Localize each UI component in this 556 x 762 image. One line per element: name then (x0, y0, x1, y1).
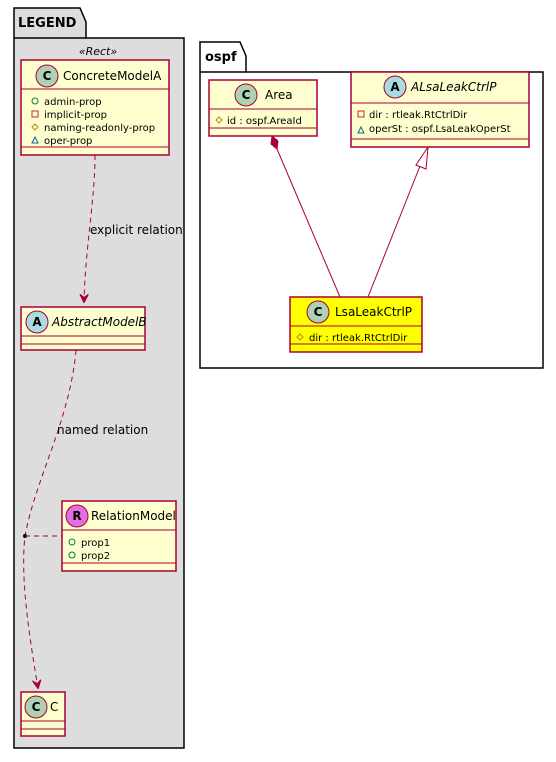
class-name: RelationModel (91, 509, 176, 523)
class-name: C (50, 700, 58, 714)
generalization-edge (367, 146, 429, 298)
svg-text:prop1: prop1 (81, 538, 110, 549)
attribute-list: admin-prop implicit-prop naming-readonly… (31, 97, 155, 147)
svg-text:dir : rtleak.RtCtrlDir: dir : rtleak.RtCtrlDir (309, 333, 408, 344)
protected-visibility-icon (215, 116, 223, 124)
class-name: Area (265, 88, 293, 102)
class-name: ALsaLeakCtrlP (410, 80, 497, 94)
package-visibility-icon (357, 125, 365, 134)
class-area[interactable]: C Area id : ospf.AreaId (208, 79, 318, 137)
legend-title: LEGEND (18, 16, 77, 31)
class-name: AbstractModelB (51, 315, 147, 329)
class-badge-icon (35, 64, 59, 88)
package-visibility-icon (31, 135, 39, 144)
class-badge-icon (234, 83, 258, 107)
svg-text:A: A (390, 80, 400, 94)
class-lsa-leak-ctrl-p[interactable]: C LsaLeakCtrlP dir : rtleak.RtCtrlDir (289, 296, 423, 353)
protected-visibility-icon (31, 123, 39, 131)
svg-text:C: C (43, 69, 52, 83)
private-visibility-icon (31, 110, 39, 118)
class-name: LsaLeakCtrlP (335, 305, 412, 319)
private-visibility-icon (357, 110, 365, 118)
class-name: ConcreteModelA (63, 69, 162, 83)
explicit-relation-label: explicit relation (90, 223, 183, 237)
ospf-title: ospf (205, 50, 237, 65)
class-alsa-leak-ctrl-p[interactable]: A ALsaLeakCtrlP dir : rtleak.RtCtrlDir o… (350, 71, 530, 148)
svg-text:C: C (242, 88, 251, 102)
class-concrete-model-a[interactable]: C ConcreteModelA admin-prop implicit-pro… (20, 59, 170, 156)
svg-text:id : ospf.AreaId: id : ospf.AreaId (227, 116, 302, 127)
class-abstract-model-b[interactable]: A AbstractModelB (20, 306, 147, 351)
public-visibility-icon (68, 538, 76, 546)
composition-diamond-icon (270, 135, 279, 150)
svg-text:operSt : ospf.LsaLeakOperSt: operSt : ospf.LsaLeakOperSt (369, 124, 511, 135)
public-visibility-icon (31, 97, 39, 105)
inheritance-arrow-icon (415, 146, 429, 170)
class-c[interactable]: C C (20, 691, 66, 737)
svg-text:C: C (314, 305, 323, 319)
legend-stereotype: «Rect» (79, 45, 118, 58)
public-visibility-icon (68, 551, 76, 559)
svg-text:oper-prop: oper-prop (44, 136, 92, 147)
svg-text:A: A (32, 315, 42, 329)
abstract-badge-icon (383, 75, 407, 99)
class-relation-model[interactable]: R RelationModel prop1 prop2 (61, 500, 177, 572)
composition-edge (270, 135, 341, 298)
relation-badge-icon (65, 504, 89, 528)
protected-visibility-icon (296, 333, 304, 341)
svg-text:R: R (72, 509, 81, 523)
explicit-relation-edge: explicit relation (84, 154, 183, 302)
svg-text:prop2: prop2 (81, 551, 110, 562)
named-relation-label: named relation (57, 423, 148, 437)
abstract-badge-icon (25, 310, 49, 334)
svg-text:C: C (32, 700, 41, 714)
named-relation-edge: named relation (23, 349, 148, 688)
svg-text:dir : rtleak.RtCtrlDir: dir : rtleak.RtCtrlDir (369, 110, 468, 121)
svg-text:naming-readonly-prop: naming-readonly-prop (44, 123, 155, 134)
class-badge-icon (24, 695, 48, 719)
class-badge-icon (306, 300, 330, 324)
svg-text:implicit-prop: implicit-prop (44, 110, 107, 121)
svg-text:admin-prop: admin-prop (44, 97, 102, 108)
